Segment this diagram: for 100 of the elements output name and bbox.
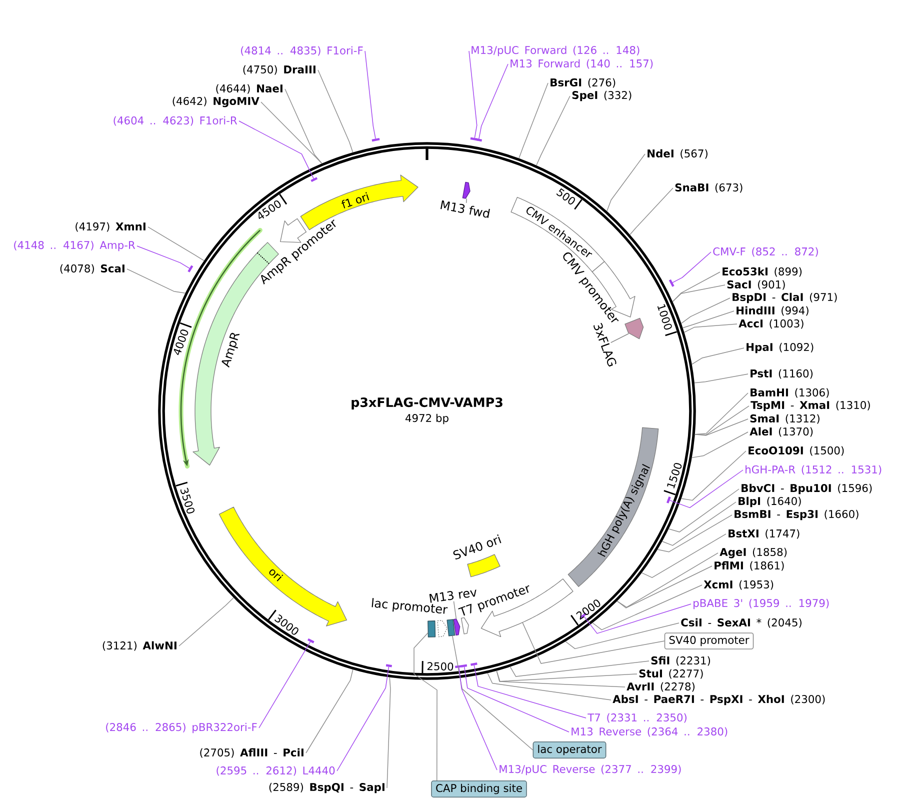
primer-site xyxy=(386,664,392,668)
primer-label: CMV-F (852 .. 872) xyxy=(713,247,818,257)
leader-line xyxy=(306,669,354,754)
feature-callout: lac operator xyxy=(532,742,606,758)
feature-block xyxy=(462,182,470,199)
site-label: (4642) NgoMIV xyxy=(172,96,260,108)
primer-site xyxy=(188,265,194,272)
leader-line xyxy=(258,641,311,728)
site-label: PflMI (1861) xyxy=(714,561,784,571)
leader-line xyxy=(452,635,534,750)
leader-line xyxy=(694,374,748,384)
leader-line xyxy=(691,348,744,365)
leader-line xyxy=(318,70,354,153)
leader-line xyxy=(464,666,570,732)
leader-line xyxy=(641,534,726,578)
leader-line xyxy=(466,198,467,204)
leader-line xyxy=(386,676,391,788)
site-label: (4078) ScaI xyxy=(60,264,124,274)
primer-site xyxy=(470,662,478,666)
site-label: Eco53kI (899) xyxy=(722,267,802,277)
leader-line xyxy=(694,418,748,436)
leader-line xyxy=(336,666,390,772)
primer-site xyxy=(666,496,671,504)
site-label: (4644) NaeI xyxy=(216,84,282,94)
site-label: StuI (2277) xyxy=(639,669,703,679)
primer-site xyxy=(454,664,463,668)
site-label: HpaI (1092) xyxy=(746,342,814,354)
leader-line xyxy=(414,632,438,781)
site-label: BspDI - ClaI (971) xyxy=(732,292,837,304)
primer-label: (2846 .. 2865) pBR322ori-F xyxy=(106,722,257,734)
site-label: AvrII (2278) xyxy=(626,682,694,692)
site-label: AccI (1003) xyxy=(738,319,804,329)
leader-line xyxy=(238,120,314,179)
primer-label: T7 (2331 .. 2350) xyxy=(588,713,686,723)
feature-box xyxy=(428,620,436,638)
primer-label: M13 Forward (140 .. 157) xyxy=(510,59,653,69)
leader-line xyxy=(680,298,730,324)
site-label: BsmBI - Esp3I (1660) xyxy=(734,510,858,520)
primer-site xyxy=(668,279,674,287)
site-label: (4750) DraIII xyxy=(243,65,316,75)
leader-line xyxy=(148,226,204,261)
leader-line xyxy=(672,284,726,302)
primer-label: (4148 .. 4167) Amp-R xyxy=(14,240,136,252)
site-label: BstXI (1747) xyxy=(728,529,800,539)
leader-line xyxy=(610,333,630,343)
leader-line xyxy=(662,502,736,546)
leader-line xyxy=(668,488,740,532)
feature-block xyxy=(624,318,644,340)
primer-label: (4604 .. 4623) F1ori-R xyxy=(114,116,238,126)
primer-site xyxy=(310,177,318,182)
feature-box xyxy=(446,619,456,636)
leader-line xyxy=(458,667,498,770)
site-label: BbvCI - Bpu10I (1596) xyxy=(742,484,872,494)
site-label: AbsI - PaeR7I - PspXI - XhoI (2300) xyxy=(612,694,825,706)
leader-line xyxy=(284,88,322,164)
leader-line xyxy=(487,672,612,700)
site-label: BamHI (1306) xyxy=(750,388,829,398)
leader-line xyxy=(178,597,234,646)
site-label: PstI (1160) xyxy=(750,369,813,379)
primer-label: M13 Reverse (2364 .. 2380) xyxy=(572,727,728,737)
site-label: SacI (901) xyxy=(727,280,785,290)
leader-line xyxy=(364,50,376,140)
leader-line xyxy=(510,660,650,677)
leader-line xyxy=(468,50,478,138)
primer-label: M13/pUC Forward (126 .. 148) xyxy=(472,46,640,56)
leader-line xyxy=(260,102,322,164)
site-label: XcmI (1953) xyxy=(704,580,774,590)
leader-line xyxy=(682,310,734,328)
leader-line xyxy=(680,450,746,501)
leader-line xyxy=(672,252,712,283)
scale-label: 1000 xyxy=(657,304,672,330)
leader-line xyxy=(630,188,674,235)
primer-label: (2595 .. 2612) L4440 xyxy=(216,766,335,776)
site-label: HindIII (994) xyxy=(736,306,808,316)
primer-label: (4814 .. 4835) F1ori-F xyxy=(241,46,363,56)
leader-line xyxy=(518,82,548,159)
scale-label: 2500 xyxy=(427,662,454,671)
site-label: AleI (1370) xyxy=(750,427,813,437)
feature-block xyxy=(453,618,460,636)
leader-line xyxy=(453,600,457,620)
site-label: SnaBI (673) xyxy=(675,183,742,193)
site-label: NdeI (567) xyxy=(648,149,708,159)
primer-label: M13/pUC Reverse (2377 .. 2399) xyxy=(500,764,681,776)
site-label: SfiI (2231) xyxy=(651,656,710,666)
leader-line xyxy=(474,664,586,718)
leader-line xyxy=(126,268,186,294)
leader-line xyxy=(606,154,646,212)
leader-line xyxy=(691,432,748,458)
feature-label: M13 fwd xyxy=(440,200,490,218)
site-label: SmaI (1312) xyxy=(750,414,820,424)
feature-callout: SV40 promoter xyxy=(664,632,754,650)
leader-line xyxy=(136,246,190,269)
primer-site xyxy=(372,138,380,142)
primer-site xyxy=(475,138,482,142)
leader-line xyxy=(478,64,508,140)
leader-line xyxy=(669,470,744,508)
feature-label: M13 rev xyxy=(429,590,476,603)
leader-line xyxy=(565,622,680,650)
site-label: (4197) XmnI xyxy=(76,222,146,232)
primer-label: pBABE 3' (1959 .. 1979) xyxy=(694,598,829,610)
